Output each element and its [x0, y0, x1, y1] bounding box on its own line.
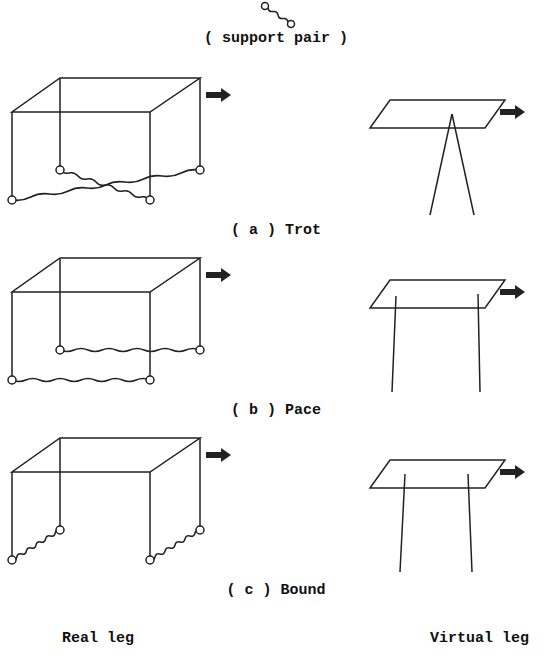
- motion-arrow: [206, 268, 231, 282]
- gait-caption: ( a ) Trot: [231, 222, 321, 239]
- foot: [8, 556, 16, 564]
- foot: [196, 526, 204, 534]
- motion-arrow: [206, 448, 231, 462]
- motion-arrow: [500, 465, 525, 479]
- motion-arrow: [500, 285, 525, 299]
- foot: [8, 196, 16, 204]
- column-caption: Real leg: [62, 630, 134, 647]
- real-leg-body: [8, 78, 204, 204]
- virtual-leg-body: [370, 460, 505, 572]
- foot: [56, 526, 64, 534]
- foot: [146, 196, 154, 204]
- foot: [56, 346, 64, 354]
- gait-row: [8, 78, 525, 215]
- support-pair-symbol: [262, 3, 295, 28]
- real-leg-body: [8, 258, 204, 384]
- foot: [146, 376, 154, 384]
- foot: [56, 166, 64, 174]
- column-caption: Virtual leg: [430, 630, 529, 647]
- gait-caption: ( b ) Pace: [231, 402, 321, 419]
- motion-arrow: [500, 105, 525, 119]
- gait-row: [8, 258, 525, 392]
- foot: [196, 166, 204, 174]
- support-pair-line: [12, 170, 200, 201]
- foot: [196, 346, 204, 354]
- real-leg-body: [8, 438, 204, 564]
- legend-note: ( support pair ): [204, 30, 348, 47]
- support-pair-line: [60, 170, 150, 200]
- foot: [146, 556, 154, 564]
- support-pair-line: [60, 349, 200, 352]
- virtual-leg-body: [370, 280, 505, 392]
- gait-caption: ( c ) Bound: [226, 582, 325, 599]
- virtual-leg-body: [370, 100, 505, 215]
- support-pair-line: [150, 530, 200, 560]
- support-pair-line: [12, 530, 60, 560]
- support-pair-line: [12, 379, 150, 382]
- motion-arrow: [206, 88, 231, 102]
- foot: [8, 376, 16, 384]
- gait-row: [8, 438, 525, 572]
